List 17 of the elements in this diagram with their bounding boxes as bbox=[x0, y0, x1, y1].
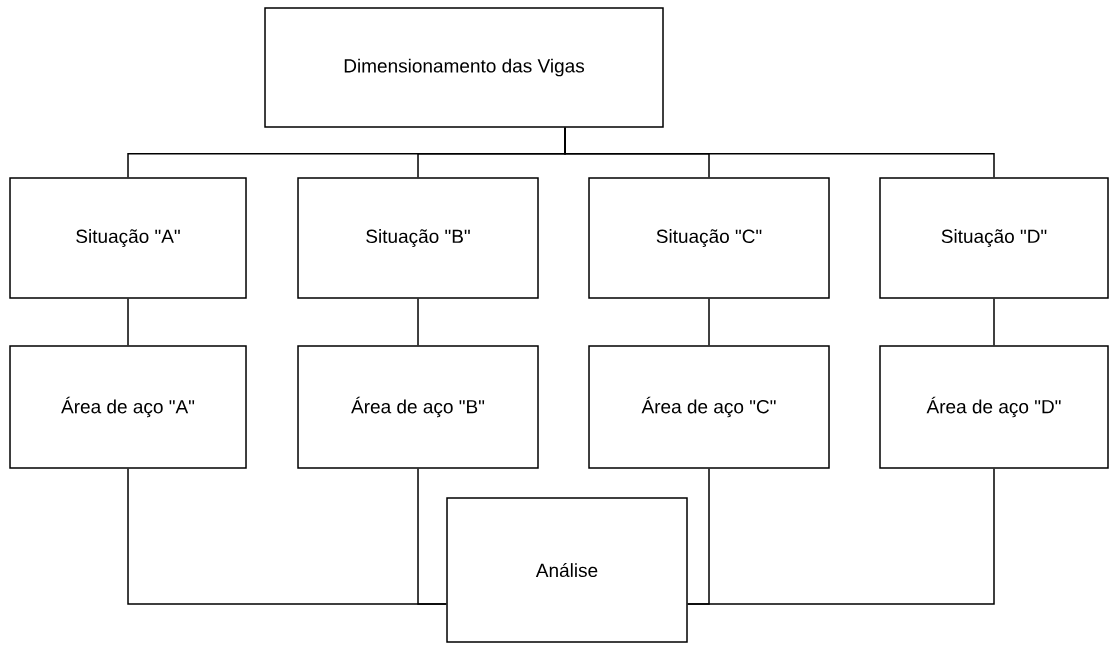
connector-line bbox=[708, 298, 710, 346]
process-box: Situação "A" bbox=[9, 177, 247, 299]
connector-line bbox=[993, 298, 995, 346]
process-box: Dimensionamento das Vigas bbox=[264, 7, 664, 128]
connector-line bbox=[127, 298, 129, 346]
process-box: Situação "B" bbox=[297, 177, 539, 299]
process-box: Situação "D" bbox=[879, 177, 1109, 299]
process-box: Área de aço "B" bbox=[297, 345, 539, 469]
process-box: Área de aço "D" bbox=[879, 345, 1109, 469]
connector-line bbox=[417, 468, 447, 605]
process-box: Situação "C" bbox=[588, 177, 830, 299]
process-box: Área de aço "A" bbox=[9, 345, 247, 469]
connector-line bbox=[687, 468, 995, 605]
connector-line bbox=[417, 298, 419, 346]
process-box: Análise bbox=[446, 497, 688, 643]
connector-line bbox=[564, 127, 995, 178]
process-box: Área de aço "C" bbox=[588, 345, 830, 469]
